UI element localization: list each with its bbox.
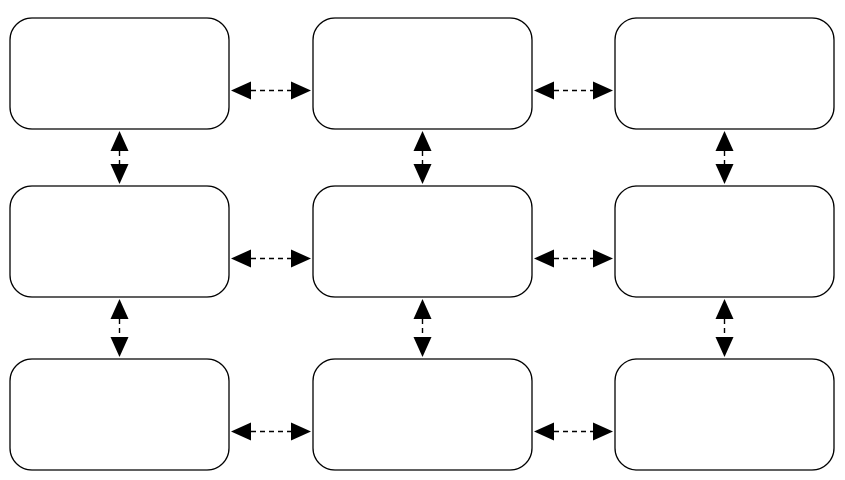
- arrow-head-icon: [534, 249, 554, 268]
- connector-n-1-1-n-2-1: [110, 131, 129, 184]
- connector-n-2-1-n-3-1: [110, 299, 129, 357]
- node-rect: [614, 358, 835, 471]
- arrow-head-icon: [593, 422, 613, 441]
- arrow-head-icon: [593, 81, 613, 100]
- connector-n-2-2-n-2-3: [534, 249, 613, 268]
- arrow-head-icon: [413, 131, 432, 151]
- node-box-n-1-3: [614, 17, 835, 130]
- arrow-head-icon: [534, 422, 554, 441]
- connector-n-2-3-n-3-3: [715, 299, 734, 357]
- arrow-head-icon: [593, 249, 613, 268]
- arrow-head-icon: [291, 249, 311, 268]
- arrow-head-icon: [715, 164, 734, 184]
- arrow-head-icon: [231, 81, 251, 100]
- arrow-head-icon: [110, 337, 129, 357]
- node-box-n-1-1: [9, 17, 230, 130]
- arrow-head-icon: [110, 131, 129, 151]
- node-rect: [9, 17, 230, 130]
- node-rect: [9, 185, 230, 298]
- node-box-n-3-1: [9, 358, 230, 471]
- node-box-n-2-2: [312, 185, 533, 298]
- arrow-head-icon: [291, 81, 311, 100]
- node-box-n-3-2: [312, 358, 533, 471]
- connector-n-1-3-n-2-3: [715, 131, 734, 184]
- node-box-n-1-2: [312, 17, 533, 130]
- connectors-layer: [110, 81, 734, 441]
- node-box-n-2-3: [614, 185, 835, 298]
- node-rect: [614, 185, 835, 298]
- node-rect: [312, 17, 533, 130]
- arrow-head-icon: [291, 422, 311, 441]
- arrow-head-icon: [231, 422, 251, 441]
- arrow-head-icon: [715, 131, 734, 151]
- connector-n-3-1-n-3-2: [231, 422, 311, 441]
- arrow-head-icon: [110, 299, 129, 319]
- nodes-layer: [9, 17, 835, 471]
- connector-n-1-2-n-1-3: [534, 81, 613, 100]
- arrow-head-icon: [534, 81, 554, 100]
- node-rect: [9, 358, 230, 471]
- node-rect: [614, 17, 835, 130]
- arrow-head-icon: [110, 164, 129, 184]
- arrow-head-icon: [715, 299, 734, 319]
- arrow-head-icon: [715, 337, 734, 357]
- node-rect: [312, 358, 533, 471]
- node-box-n-3-3: [614, 358, 835, 471]
- arrow-head-icon: [413, 337, 432, 357]
- connector-n-2-1-n-2-2: [231, 249, 311, 268]
- connector-n-1-1-n-1-2: [231, 81, 311, 100]
- connector-n-1-2-n-2-2: [413, 131, 432, 184]
- arrow-head-icon: [413, 299, 432, 319]
- connector-n-3-2-n-3-3: [534, 422, 613, 441]
- arrow-head-icon: [231, 249, 251, 268]
- connector-n-2-2-n-3-2: [413, 299, 432, 357]
- node-box-n-2-1: [9, 185, 230, 298]
- arrow-head-icon: [413, 164, 432, 184]
- node-rect: [312, 185, 533, 298]
